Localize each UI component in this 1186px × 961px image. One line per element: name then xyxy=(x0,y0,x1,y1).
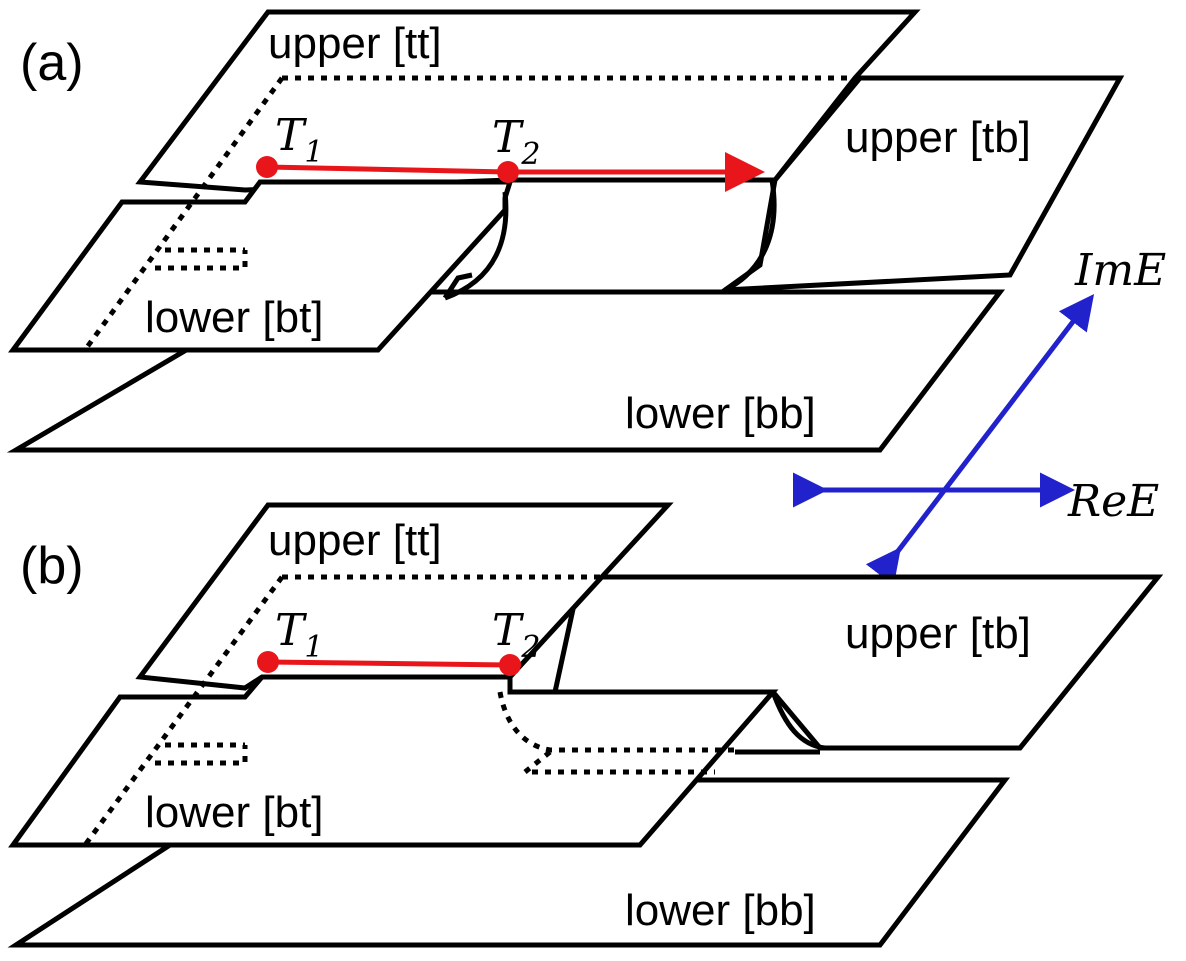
panel-a-label-t2: T2 xyxy=(492,112,540,172)
panel-a-label-lower-bt: lower [bt] xyxy=(145,293,324,342)
panel-a: (a) upper [tt] upper [tb] lower [bt] low… xyxy=(6,9,1125,453)
panel-b-branch-cut-tb xyxy=(770,691,826,751)
panel-a-branch-cut-t2 xyxy=(444,191,509,301)
panel-b-label-lower-bt: lower [bt] xyxy=(145,788,324,837)
panel-b-sheet-upper-tt xyxy=(135,502,674,691)
panel-a-point-t1 xyxy=(256,156,278,178)
panel-a-point-t2 xyxy=(497,161,519,183)
panel-b-hidden-slit-2 xyxy=(155,745,248,766)
panel-a-flap-small xyxy=(442,272,473,300)
panel-b-hidden-edge-left xyxy=(82,575,285,847)
panel-a-branch-cut-tb xyxy=(723,179,777,293)
panel-a-label: (a) xyxy=(20,34,84,92)
panel-b-sheet-lower-bt xyxy=(8,674,779,848)
panel-b-label: (b) xyxy=(20,537,84,595)
im-axis xyxy=(865,294,1095,586)
panel-a-label-t1: T1 xyxy=(275,110,323,170)
panel-b-label-t1: T1 xyxy=(275,605,323,665)
panel-a-label-lower-bb: lower [bb] xyxy=(625,389,816,438)
panel-b-path-t1-t2 xyxy=(267,659,511,668)
panel-b-hidden-cut-lower xyxy=(517,750,715,775)
panel-a-sheet-upper-tb xyxy=(716,75,1125,293)
panel-a-hidden-slit-2 xyxy=(155,250,248,271)
re-axis-label: ReE xyxy=(1067,476,1159,527)
panel-b: (b) upper [tt] upper [tb] lower [bt] low… xyxy=(7,502,1164,948)
panel-b-point-t2 xyxy=(499,654,521,676)
complex-energy-axes: ImE ReE xyxy=(793,245,1166,586)
panel-b-hidden-cut-curve xyxy=(497,691,735,753)
panel-b-label-lower-bb: lower [bb] xyxy=(625,886,816,935)
panel-b-label-upper-tb: upper [tb] xyxy=(845,609,1031,658)
im-axis-label: ImE xyxy=(1074,245,1166,296)
panel-a-label-upper-tt: upper [tt] xyxy=(268,19,442,68)
panel-b-point-t1 xyxy=(257,651,279,673)
panel-a-label-upper-tb: upper [tb] xyxy=(845,113,1031,162)
panel-b-label-t2: T2 xyxy=(492,605,540,665)
panel-b-label-upper-tt: upper [tt] xyxy=(268,516,442,565)
panel-a-hidden-edge-left xyxy=(82,76,285,352)
panel-a-path-t1-t2 xyxy=(266,164,509,175)
